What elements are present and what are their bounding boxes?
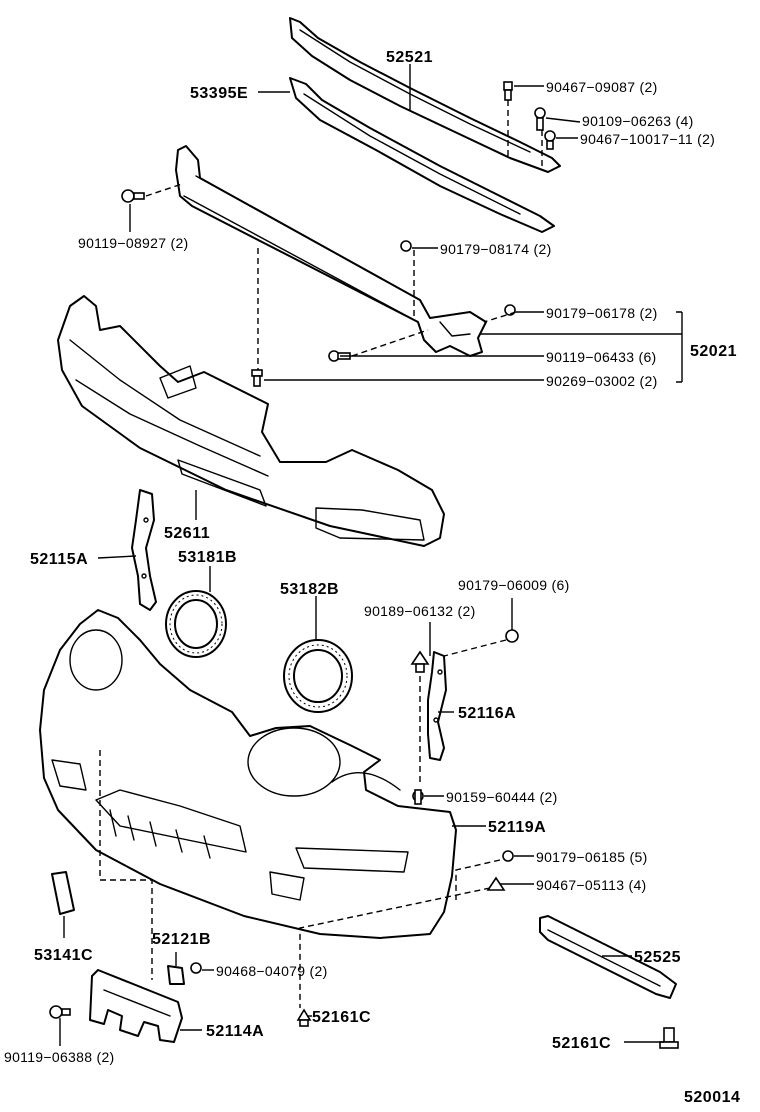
- fasteners: [49, 81, 679, 1049]
- label-52161C-right: 52161C: [552, 1035, 611, 1052]
- screw-90159-60444-icon: [412, 789, 424, 805]
- bracket-52116A: [427, 651, 447, 761]
- label-90179-06185: 90179−06185 (5): [536, 849, 648, 865]
- part-labels: 52521 53395E 90467−09087 (2) 90109−06263…: [4, 49, 740, 1106]
- energy-absorber-52611: [57, 295, 445, 547]
- bolt-90119-06388-icon: [49, 1005, 71, 1019]
- label-90119-06388: 90119−06388 (2): [4, 1049, 115, 1065]
- leader-lines: [59, 64, 683, 1046]
- bumper-cover-52119A: [39, 609, 457, 939]
- label-52521: 52521: [386, 49, 433, 66]
- label-52611: 52611: [164, 525, 210, 542]
- clip-90189-06132-icon: [410, 650, 430, 673]
- clip-90467-10017-icon: [544, 130, 556, 150]
- bumper-reinforcement-52021: [175, 145, 487, 357]
- lamp-ring-53182B: [283, 639, 353, 713]
- clip-52161C-a-icon: [296, 1008, 312, 1027]
- label-90159-60444: 90159−60444 (2): [446, 789, 558, 805]
- bracket-52121B: [167, 965, 185, 985]
- label-90179-06178: 90179−06178 (2): [546, 305, 658, 321]
- nut-90468-04079-icon: [190, 962, 202, 974]
- label-90109-06263: 90109−06263 (4): [582, 113, 694, 129]
- label-52114A: 52114A: [206, 1023, 264, 1040]
- label-90179-08174: 90179−08174 (2): [440, 241, 552, 257]
- label-52121B: 52121B: [152, 931, 211, 948]
- bolt-90119-08927-icon: [121, 189, 145, 203]
- label-52115A: 52115A: [30, 551, 88, 568]
- label-90269-03002: 90269−03002 (2): [546, 373, 658, 389]
- label-90189-06132: 90189−06132 (2): [364, 603, 476, 619]
- label-90119-06433: 90119−06433 (6): [546, 349, 657, 365]
- label-90467-10017-11: 90467−10017−11 (2): [580, 131, 715, 147]
- diagram-code: 520014: [684, 1089, 740, 1106]
- lamp-ring-53181B: [165, 590, 227, 658]
- label-90468-04079: 90468−04079 (2): [216, 963, 328, 979]
- label-53395E: 53395E: [190, 85, 248, 102]
- nut-90179-08174-icon: [400, 240, 412, 252]
- label-90467-05113: 90467−05113 (4): [536, 877, 647, 893]
- assembly-lines: [99, 100, 543, 1008]
- label-90467-09087: 90467−09087 (2): [546, 79, 658, 95]
- label-52119A: 52119A: [488, 819, 546, 836]
- label-52161C-center: 52161C: [312, 1009, 371, 1026]
- label-52116A: 52116A: [458, 705, 516, 722]
- bolt-90109-06263-icon: [534, 107, 546, 131]
- label-53141C: 53141C: [34, 947, 93, 964]
- bar-52525: [539, 915, 677, 999]
- label-90179-06009: 90179−06009 (6): [458, 577, 570, 593]
- reinforcement-bar-52521: [289, 17, 561, 173]
- bracket-52115A: [131, 489, 157, 611]
- clip-52161C-b-icon: [659, 1027, 679, 1049]
- plate-52114A: [89, 969, 183, 1043]
- label-52021: 52021: [690, 343, 737, 360]
- clip-90269-03002-icon: [251, 369, 263, 387]
- label-53181B: 53181B: [178, 549, 237, 566]
- nut-90179-06185-icon: [502, 850, 514, 862]
- label-90119-08927: 90119−08927 (2): [78, 235, 189, 251]
- nut-90179-06009-icon: [505, 629, 519, 643]
- bar-53395E: [289, 77, 555, 233]
- label-52525: 52525: [634, 949, 681, 966]
- part-53141C: [51, 871, 75, 915]
- bolt-90467-09087-icon: [503, 81, 513, 101]
- label-53182B: 53182B: [280, 581, 339, 598]
